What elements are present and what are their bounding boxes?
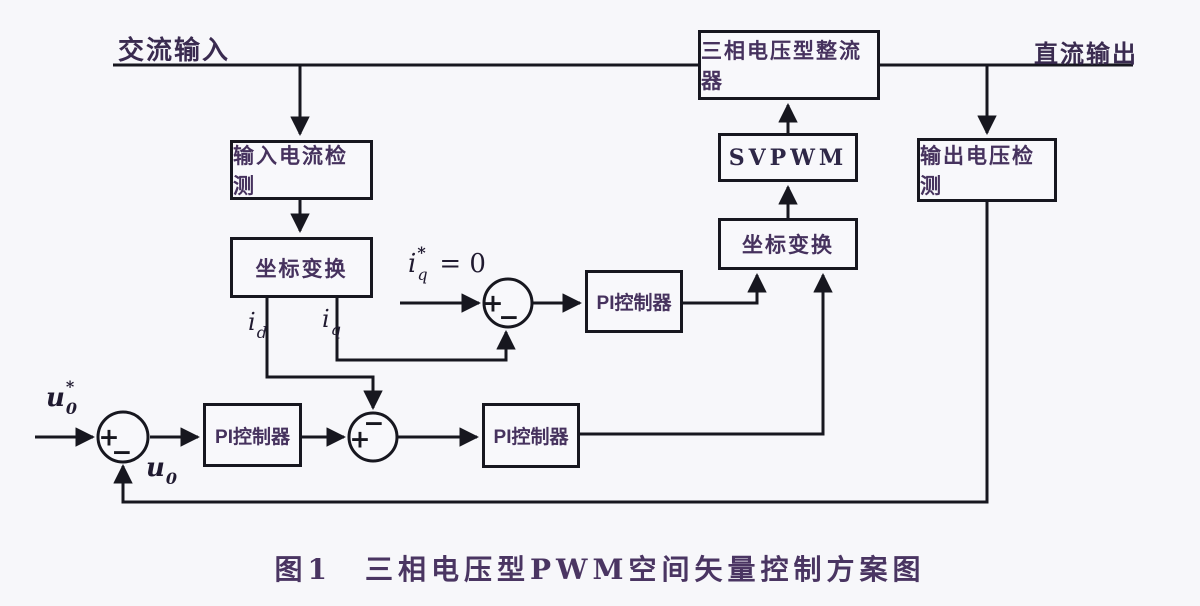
sum-d-plus-sign: + <box>349 424 371 454</box>
label-dc-output: 直流输出 <box>1034 41 1138 68</box>
id-base: i <box>248 308 256 336</box>
block-output-voltage-detect: 输出电压检测 <box>917 138 1057 202</box>
sum-q-plus-sign: + <box>482 288 504 318</box>
label-u0-reference: u* 0 <box>46 377 80 418</box>
iq-ref-sub: q <box>417 265 428 284</box>
summing-junction-voltage <box>96 410 150 464</box>
iq-ref-equals: = 0 <box>439 249 486 279</box>
sum-d-minus-sign: − <box>363 408 385 438</box>
label-ac-input: 交流输入 <box>118 35 231 65</box>
sum-v-plus-sign: + <box>98 422 120 452</box>
block-svpwm: SVPWM <box>718 133 858 182</box>
u0-base: u <box>146 453 165 483</box>
figure-caption: 图1 三相电压型PWM空间矢量控制方案图 <box>274 553 926 586</box>
wire-pi-d-to-coord-out <box>580 273 833 436</box>
iq-ref-base: i <box>408 249 417 279</box>
wire-pi-q-to-coord-out <box>683 273 767 305</box>
iq-ref-sup: * <box>417 243 426 262</box>
wire-iq-to-sum-q <box>335 298 516 362</box>
sum-q-minus-sign: − <box>498 302 520 332</box>
block-input-current-detect: 输入电流检测 <box>230 140 373 200</box>
block-pi-controller-voltage: PI控制器 <box>203 403 302 467</box>
sum-v-minus-sign: − <box>111 437 133 467</box>
block-three-phase-rectifier: 三相电压型整流器 <box>698 30 880 100</box>
summing-junction-d <box>347 411 399 463</box>
block-coord-transform-input: 坐标变换 <box>230 237 373 298</box>
wire-voltage-feedback <box>113 202 989 504</box>
u0-ref-sup: * <box>65 377 75 396</box>
iq-sub: q <box>330 320 341 339</box>
wire-id-to-sum-d <box>265 298 383 410</box>
label-iq-reference: i* q = 0 <box>408 243 486 284</box>
summing-junction-q <box>482 277 534 329</box>
block-pi-controller-q: PI控制器 <box>585 270 683 333</box>
u0-ref-sub: 0 <box>65 399 78 418</box>
id-sub: d <box>256 323 267 342</box>
iq-base: i <box>322 305 330 333</box>
u0-ref-base: u <box>46 383 65 413</box>
block-pi-controller-d: PI控制器 <box>482 403 580 468</box>
block-coord-transform-output: 坐标变换 <box>718 218 858 270</box>
u0-sub: 0 <box>165 469 178 488</box>
